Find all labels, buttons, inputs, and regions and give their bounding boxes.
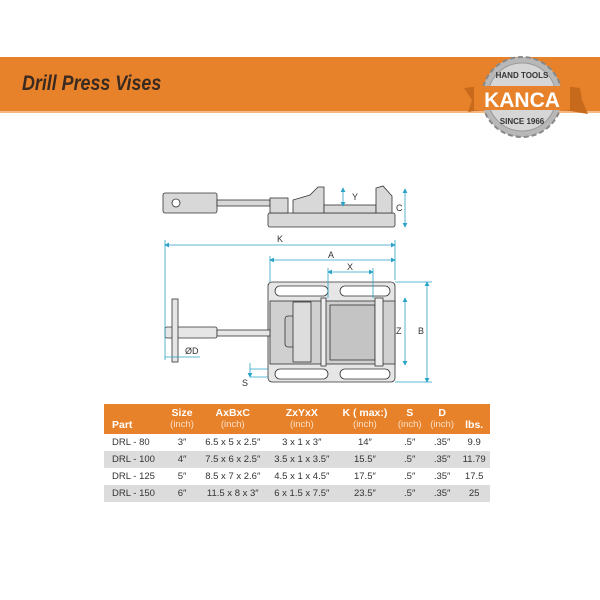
- table-cell: 11.5 x 8 x 3″: [206, 488, 259, 499]
- col-k: K ( max:)(inch): [342, 407, 388, 430]
- table-cell: DRL - 125: [112, 471, 155, 482]
- vise-diagram: Y C K A X Z B ØD S: [162, 185, 432, 388]
- top-view: [164, 281, 396, 383]
- table-cell: .5″: [404, 437, 416, 448]
- table-cell: .35″: [433, 437, 451, 448]
- label-x: X: [347, 262, 353, 272]
- table-cell: .5″: [404, 471, 416, 482]
- table-cell: .5″: [404, 454, 416, 465]
- table-cell: 15.5″: [353, 454, 376, 465]
- label-s: S: [242, 378, 248, 388]
- table-cell: 7.5 x 6 x 2.5″: [205, 454, 261, 465]
- table-cell: 9.9: [467, 437, 481, 448]
- table-cell: 3.5 x 1 x 3.5″: [274, 454, 330, 465]
- table-cell: 25: [468, 488, 480, 499]
- table-cell: DRL - 100: [112, 454, 155, 465]
- kanca-logo: HAND TOOLS KANCA SINCE 1966: [464, 56, 588, 138]
- label-c: C: [396, 203, 403, 213]
- table-header-row: Part Size(inch) AxBxC(inch) ZxYxX(inch) …: [104, 404, 490, 434]
- table-row: DRL - 80 3″ 6.5 x 5 x 2.5″ 3 x 1 x 3″ 14″ .5″…: [104, 434, 490, 451]
- label-z: Z: [396, 326, 402, 336]
- logo-brand: KANCA: [484, 89, 560, 112]
- table-cell: 3″: [177, 437, 187, 448]
- table-cell: 23.5″: [353, 488, 376, 499]
- label-d: ØD: [185, 346, 199, 356]
- col-lbs: lbs.: [465, 419, 484, 431]
- side-view: [162, 185, 396, 228]
- table-cell: 11.79: [462, 454, 486, 465]
- table-cell: 14″: [357, 437, 372, 448]
- page-title: Drill Press Vises: [22, 72, 162, 95]
- table-cell: 4″: [177, 454, 187, 465]
- table-cell: .35″: [433, 471, 451, 482]
- logo-top-text: HAND TOOLS: [496, 71, 549, 80]
- table-row: DRL - 125 5″ 8.5 x 7 x 2.6″ 4.5 x 1 x 4.5″ 1…: [104, 468, 490, 485]
- table-cell: .5″: [404, 488, 416, 499]
- table-cell: DRL - 80: [112, 437, 150, 448]
- col-d: D(inch): [430, 407, 454, 430]
- label-k: K: [277, 234, 283, 244]
- table-cell: 4.5 x 1 x 4.5″: [274, 471, 330, 482]
- col-size: Size(inch): [170, 407, 194, 430]
- table-cell: DRL - 150: [112, 488, 155, 499]
- col-part: Part: [112, 419, 133, 431]
- table-cell: 3 x 1 x 3″: [282, 437, 322, 448]
- table-cell: .35″: [433, 488, 451, 499]
- label-b: B: [418, 326, 424, 336]
- logo-bottom-text: SINCE 1966: [500, 117, 545, 126]
- col-zyx: ZxYxX(inch): [285, 407, 318, 430]
- dimension-lines: [164, 187, 432, 383]
- table-cell: 8.5 x 7 x 2.6″: [205, 471, 261, 482]
- table-cell: 6″: [177, 488, 187, 499]
- col-s: S(inch): [397, 407, 422, 430]
- specs-table: Part Size(inch) AxBxC(inch) ZxYxX(inch) …: [104, 404, 490, 502]
- table-row: DRL - 150 6″ 11.5 x 8 x 3″ 6 x 1.5 x 7.5″ 23…: [104, 485, 490, 502]
- label-a: A: [328, 250, 334, 260]
- table-cell: 5″: [177, 471, 187, 482]
- table-cell: .35″: [433, 454, 451, 465]
- table-row: DRL - 100 4″ 7.5 x 6 x 2.5″ 3.5 x 1 x 3.5″ 1…: [104, 451, 490, 468]
- label-y: Y: [352, 192, 358, 202]
- table-cell: 17.5: [464, 471, 484, 482]
- table-cell: 17.5″: [353, 471, 376, 482]
- col-abc: AxBxC(inch): [215, 407, 250, 430]
- table-cell: 6.5 x 5 x 2.5″: [205, 437, 261, 448]
- table-cell: 6 x 1.5 x 7.5″: [274, 488, 330, 499]
